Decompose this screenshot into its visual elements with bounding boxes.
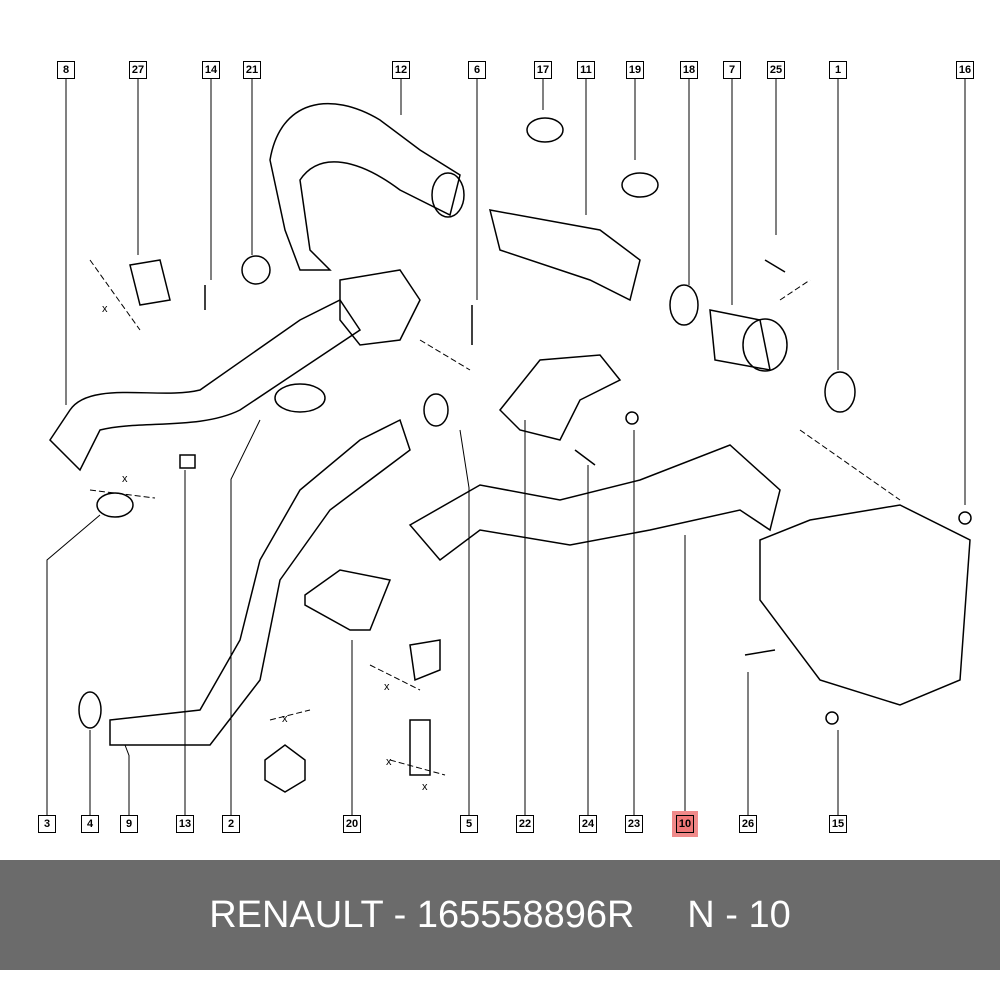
leader-line xyxy=(46,514,101,815)
o-ring-5 xyxy=(423,393,449,427)
part-drawings xyxy=(49,102,972,793)
intercooler xyxy=(759,504,971,706)
dimension-marks xyxy=(89,259,901,776)
bolt-24 xyxy=(574,449,596,466)
callout-13: 13 xyxy=(176,815,194,833)
pipe-12-end xyxy=(431,172,465,218)
callout-9: 9 xyxy=(120,815,138,833)
dimension-x: x xyxy=(122,473,128,485)
leader-line xyxy=(124,744,130,815)
throttle-body-21 xyxy=(339,269,421,346)
o-ring-21 xyxy=(241,255,271,285)
footer-caption: RENAULT - 165558896R N - 10 xyxy=(0,860,1000,970)
o-ring-2 xyxy=(274,383,326,413)
nut-detail xyxy=(264,744,306,793)
seal-3 xyxy=(96,492,134,518)
hose-11 xyxy=(488,209,641,302)
dimension-x: x xyxy=(384,681,390,693)
callout-8: 8 xyxy=(57,61,75,79)
elbow-22 xyxy=(498,354,622,441)
callout-23: 23 xyxy=(625,815,643,833)
o-ring-1 xyxy=(824,371,856,413)
callout-22: 22 xyxy=(516,815,534,833)
callout-2: 2 xyxy=(222,815,240,833)
callout-17: 17 xyxy=(534,61,552,79)
clamp-27 xyxy=(129,259,171,306)
clamp-19 xyxy=(621,172,659,198)
nut-16 xyxy=(958,511,972,525)
callout-24: 24 xyxy=(579,815,597,833)
intake-pipe-12 xyxy=(269,102,461,271)
callout-27: 27 xyxy=(129,61,147,79)
callout-16: 16 xyxy=(956,61,974,79)
dimension-x: x xyxy=(386,756,392,768)
bracket-13 xyxy=(179,454,196,469)
callout-6: 6 xyxy=(468,61,486,79)
callout-20: 20 xyxy=(343,815,361,833)
hose-8 xyxy=(49,299,362,472)
exploded-view-drawing: x x x x x x xyxy=(46,78,972,815)
callout-26: 26 xyxy=(739,815,757,833)
callout-4: 4 xyxy=(81,815,99,833)
callout-7: 7 xyxy=(723,61,741,79)
dimension-x: x xyxy=(422,781,428,793)
callout-1: 1 xyxy=(829,61,847,79)
callout-12: 12 xyxy=(392,61,410,79)
maf-sensor-7 xyxy=(742,318,788,372)
maf-body xyxy=(709,309,771,371)
dimension-x: x xyxy=(282,713,288,725)
bracket-detail xyxy=(409,639,441,682)
nut-15 xyxy=(825,711,839,725)
callout-11: 11 xyxy=(577,61,595,79)
resonator-20 xyxy=(304,569,392,631)
callout-25: 25 xyxy=(767,61,785,79)
leader-line xyxy=(459,429,470,815)
callout-5: 5 xyxy=(460,815,478,833)
clamp-17 xyxy=(526,117,564,143)
leader-lines xyxy=(46,78,966,815)
callout-10: 10 xyxy=(672,811,698,837)
bolt-25 xyxy=(764,259,786,273)
callout-18: 18 xyxy=(680,61,698,79)
callout-15: 15 xyxy=(829,815,847,833)
nut-23 xyxy=(625,411,639,425)
callout-3: 3 xyxy=(38,815,56,833)
leader-line xyxy=(230,419,261,815)
callout-19: 19 xyxy=(626,61,644,79)
dimension-x: x xyxy=(102,303,108,315)
o-ring-4 xyxy=(78,691,102,729)
callout-21: 21 xyxy=(243,61,261,79)
pipe-10 xyxy=(408,444,781,562)
bolt-detail xyxy=(409,719,431,776)
o-ring-18 xyxy=(669,284,699,326)
bolt-26 xyxy=(744,649,776,656)
callout-14: 14 xyxy=(202,61,220,79)
duct-9 xyxy=(109,418,411,746)
